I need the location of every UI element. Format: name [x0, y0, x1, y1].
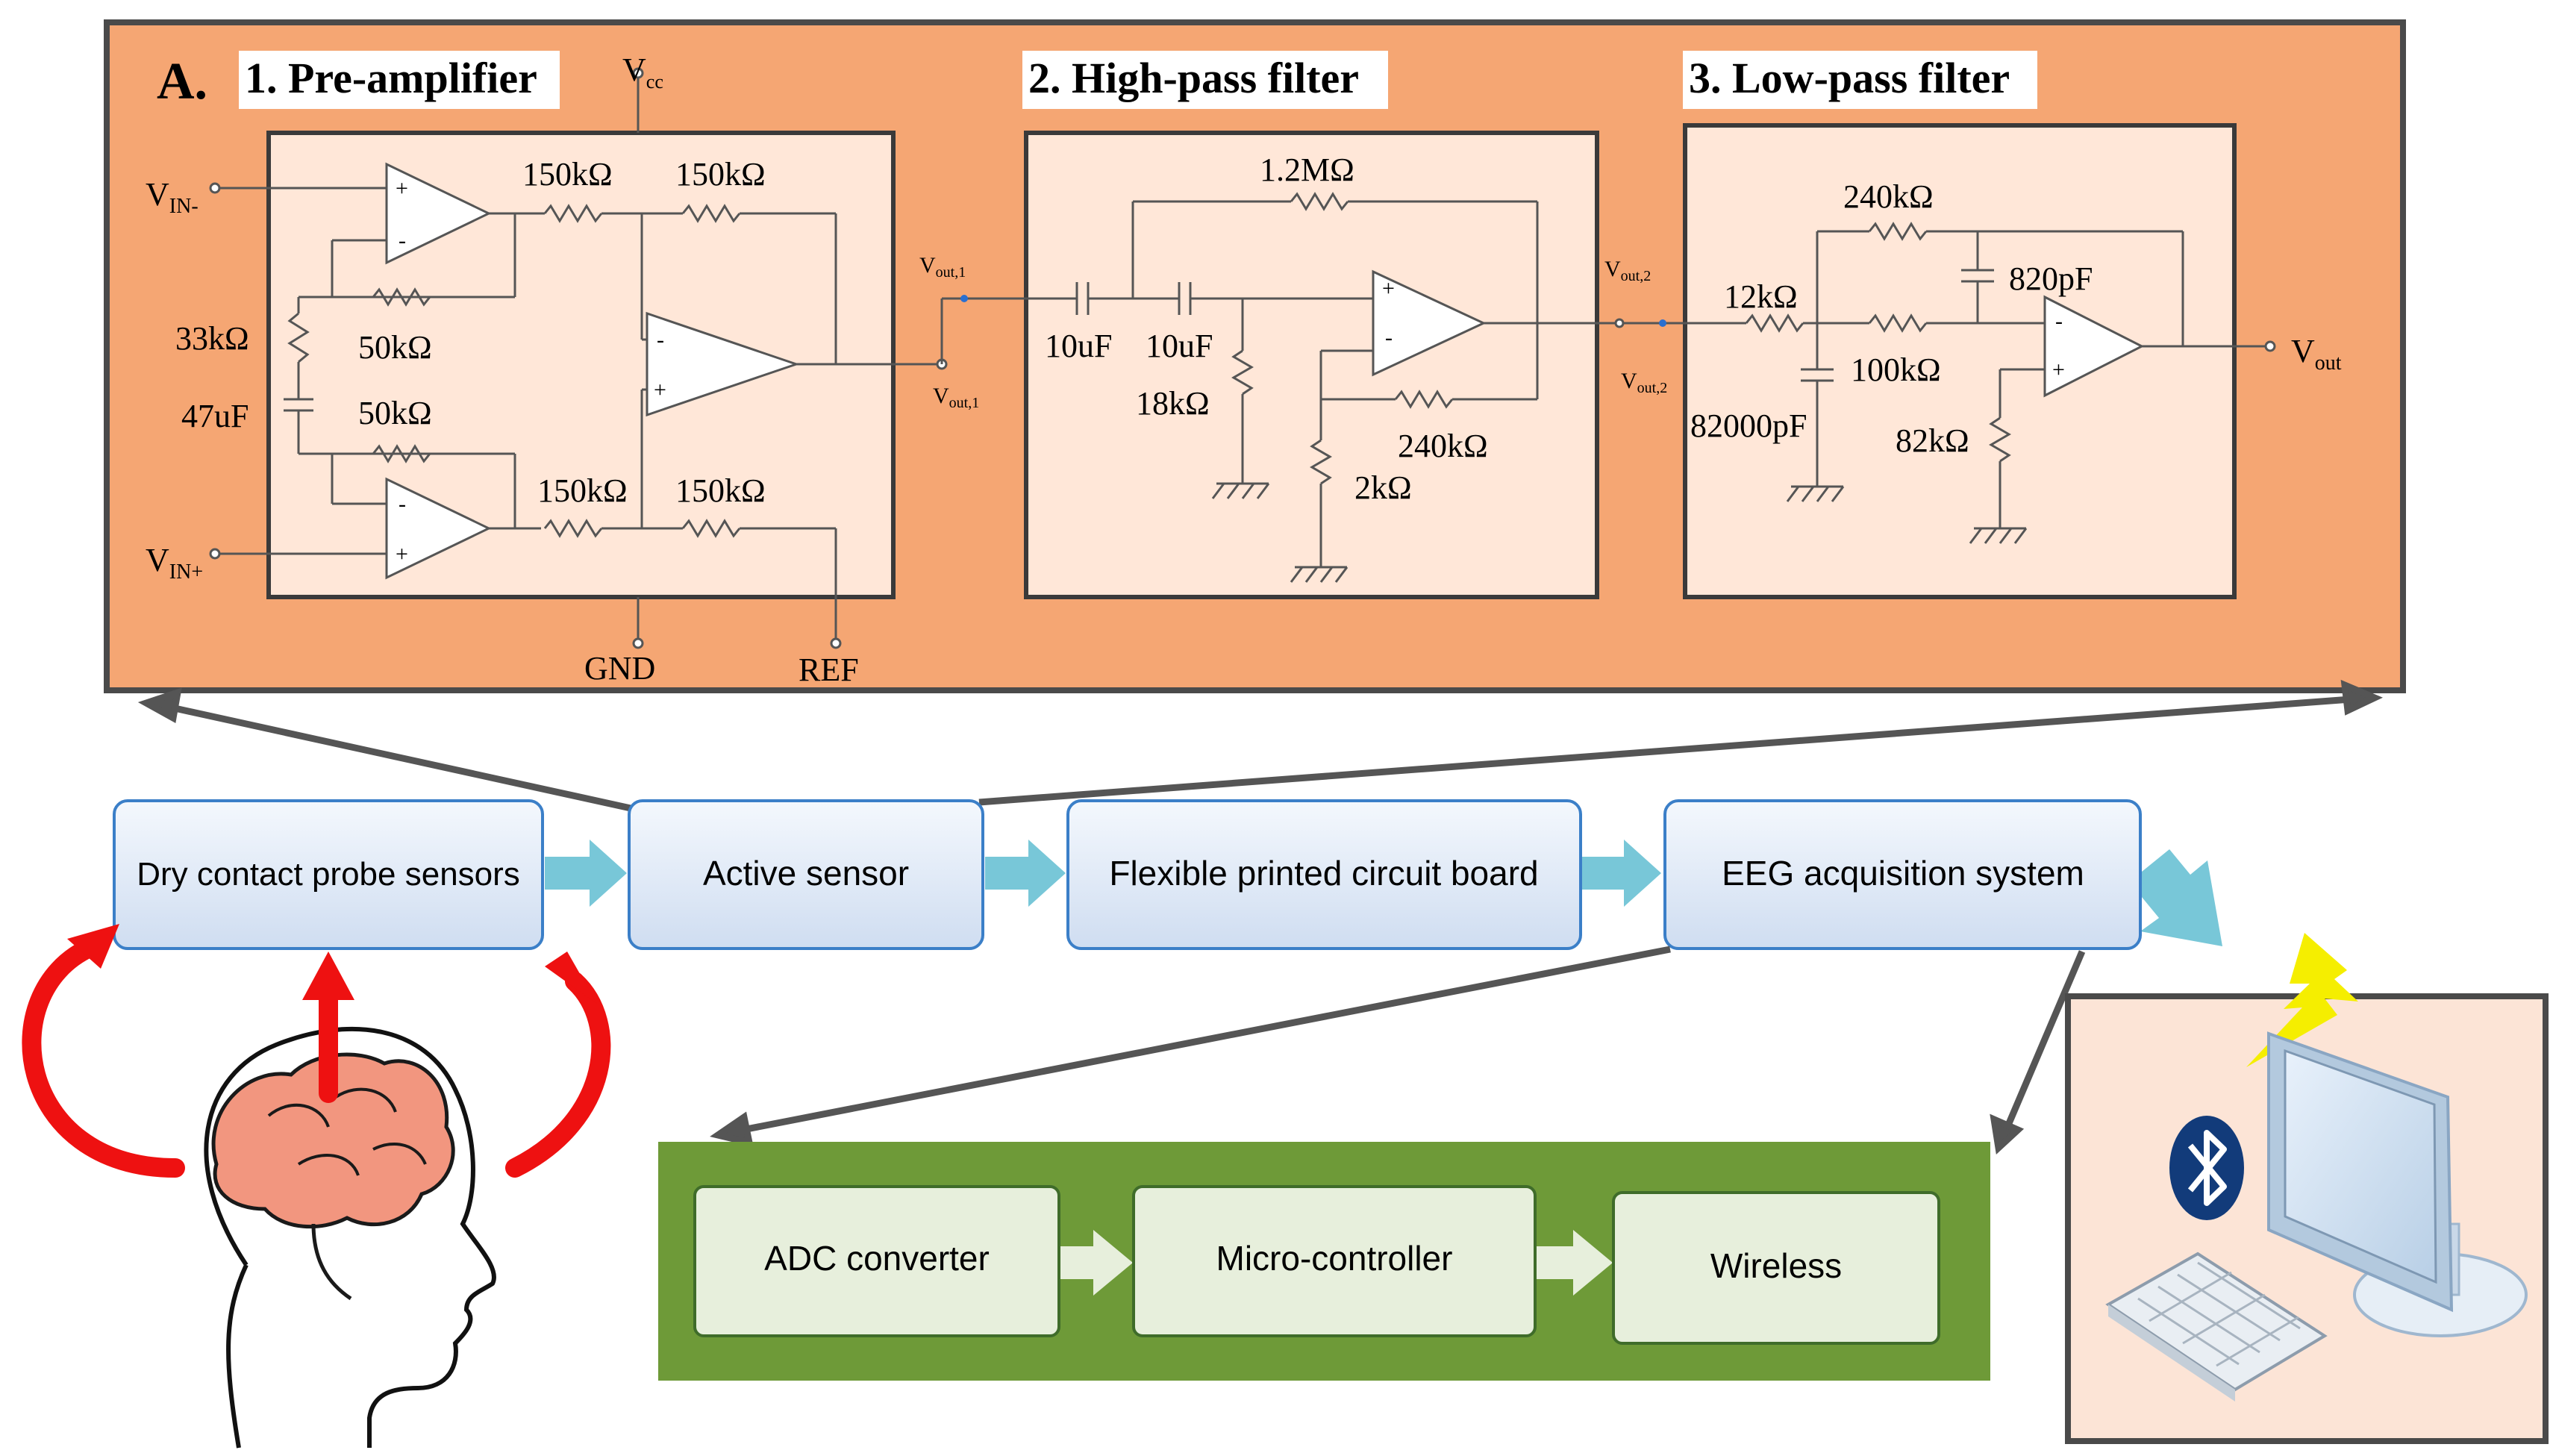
computer-panel: [2065, 933, 2549, 1444]
lowpass-circuit: [1685, 222, 2276, 544]
r-150k-top-left: 150kΩ: [522, 156, 613, 193]
lowpass-title: 3. Low-pass filter: [1689, 54, 2010, 102]
flow-active-sensor-label: Active sensor: [703, 854, 909, 893]
adc-label: ADC converter: [764, 1239, 990, 1278]
adc-box: [693, 1185, 1060, 1337]
wireless-label: Wireless: [1710, 1246, 1842, 1285]
signal-arrowheads: [67, 924, 597, 1004]
flow-box-fpcb: Flexible printed circuit board: [1066, 799, 1582, 950]
signal-arrows: [22, 938, 611, 1178]
r-1-2m-label: 1.2MΩ: [1260, 151, 1354, 188]
highpass-title: 2. High-pass filter: [1028, 54, 1359, 102]
r-50k-top: 50kΩ: [358, 329, 432, 366]
lightning-bolt-icon: [2246, 933, 2358, 1067]
flow-arrows: [545, 840, 2222, 946]
opamp-lpf: [2043, 295, 2145, 398]
lowpass-box: [1683, 123, 2237, 599]
vout1-top-label: Vout,1: [919, 253, 966, 281]
r-33k-label: 33kΩ: [175, 320, 249, 357]
opamp-hpf-minus: -: [1385, 325, 1393, 350]
c-47uf-label: 47uF: [181, 398, 249, 434]
flow-fpcb-label: Flexible printed circuit board: [1109, 854, 1538, 893]
r-240k-lpf-label: 240kΩ: [1843, 178, 1934, 215]
r-240k-hpf-label: 240kΩ: [1398, 428, 1488, 464]
vout2-top-label: Vout,2: [1604, 257, 1651, 284]
eeg-expand-arrows: [710, 946, 2086, 1155]
acquisition-panel: ADC converter Micro-controller Wireless: [658, 1142, 1990, 1381]
flow-box-eeg-system: EEG acquisition system: [1663, 799, 2142, 950]
flow-box-active-sensor: Active sensor: [628, 799, 984, 950]
panel-letter: A.: [157, 53, 207, 110]
wireless-box: [1612, 1191, 1940, 1345]
flow-eeg-system-label: EEG acquisition system: [1722, 854, 2084, 893]
opamp3-plus: +: [654, 378, 666, 402]
c-820pf-label: 820pF: [2009, 260, 2093, 297]
vin-plus-label: VIN+: [146, 542, 203, 584]
r-12k-label: 12kΩ: [1724, 278, 1798, 315]
r-150k-top-right: 150kΩ: [675, 156, 766, 193]
r-150k-bottom-left: 150kΩ: [537, 472, 628, 509]
highpass-box: [1024, 131, 1599, 599]
opamp3-minus: -: [657, 328, 664, 352]
opamp-3: [646, 311, 800, 417]
r-150k-bottom-right: 150kΩ: [675, 472, 766, 509]
c2-10uf-label: 10uF: [1146, 328, 1213, 364]
r-2k-label: 2kΩ: [1354, 469, 1412, 506]
opamp-lpf-plus: +: [2052, 357, 2065, 382]
monitor-icon: [2267, 1031, 2528, 1337]
vout1-bottom-label: Vout,1: [933, 384, 979, 411]
flow-box-dry-sensors: Dry contact probe sensors: [113, 799, 544, 950]
mcu-label: Micro-controller: [1216, 1239, 1453, 1278]
vout2-bottom-label: Vout,2: [1621, 369, 1667, 396]
c-82000pf-label: 82000pF: [1690, 407, 1807, 444]
mcu-box: [1132, 1185, 1537, 1337]
opamp1-plus: +: [396, 176, 408, 201]
ref-label: REF: [799, 652, 859, 688]
opamp-2: [385, 477, 492, 580]
preamp-title: 1. Pre-amplifier: [245, 54, 537, 102]
head-illustration: [204, 1026, 496, 1449]
c1-10uf-label: 10uF: [1045, 328, 1112, 364]
highpass-circuit: [1026, 192, 1687, 583]
vin-minus-label: VIN-: [146, 176, 199, 218]
bluetooth-icon: [2169, 1116, 2244, 1220]
brain: [211, 1052, 455, 1229]
r-82k-label: 82kΩ: [1896, 422, 1969, 459]
opamp-lpf-minus: -: [2055, 309, 2063, 334]
keyboard-icon: [2105, 1252, 2328, 1402]
opamp2-plus: +: [396, 542, 408, 566]
opamp-hpf-plus: +: [1382, 276, 1395, 301]
vout-label: Vout: [2291, 333, 2342, 375]
vout2-connector: [1614, 318, 1666, 328]
opamp1-minus: -: [399, 228, 406, 253]
r-100k-label: 100kΩ: [1851, 351, 1941, 388]
circuit-panel: A. 1. Pre-amplifier 2. High-pass filter …: [104, 19, 2406, 693]
vcc-label: Vcc: [622, 51, 663, 93]
opamp-1: [385, 162, 492, 265]
r-18k-label: 18kΩ: [1136, 385, 1210, 422]
zoom-arrows: [137, 679, 2383, 812]
gnd-label: GND: [584, 650, 655, 687]
opamp-hpf: [1372, 269, 1487, 377]
opamp2-minus: -: [399, 492, 406, 516]
r-50k-bottom: 50kΩ: [358, 395, 432, 431]
preamp-circuit: [209, 67, 978, 649]
flow-dry-sensors-label: Dry contact probe sensors: [137, 856, 520, 893]
